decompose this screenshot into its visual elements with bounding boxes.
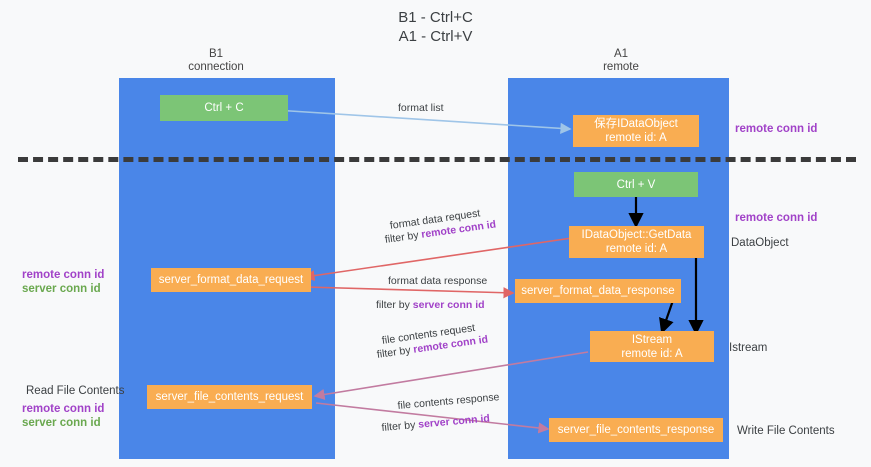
node-save-idataobject[interactable]: 保存IDataObject remote id: A: [573, 115, 699, 147]
edge-label-file-contents-response-filter: filter by server conn id: [381, 412, 490, 435]
annotation-read-file-contents: Read File Contents: [26, 385, 125, 397]
diagram-title-line-2: A1 - Ctrl+V: [398, 28, 473, 45]
edge-label-format-data-response-filter: filter by server conn id: [376, 298, 485, 312]
annotation-write-file-contents: Write File Contents: [737, 425, 835, 437]
node-ctrl-v-label: Ctrl + V: [616, 178, 656, 191]
lane-header-b1: B1 connection: [160, 48, 272, 74]
edge-label-format-data-response-filter-key: server conn id: [412, 299, 485, 311]
edge-label-file-contents-response-filter-key: server conn id: [417, 412, 491, 431]
edge-label-file-contents-request-filter-prefix: filter by: [376, 343, 415, 361]
node-server-file-contents-response-label: server_file_contents_response: [557, 424, 715, 436]
node-server-format-data-response-label: server_format_data_response: [521, 285, 675, 297]
lane-header-a1-name: A1: [613, 48, 629, 60]
lane-header-a1-role: remote: [603, 61, 639, 73]
annotation-left-remote-conn-id: remote conn id: [22, 269, 105, 281]
diagram-title: B1 - Ctrl+C A1 - Ctrl+V: [0, 8, 871, 46]
annotation-dataobject: DataObject: [731, 237, 789, 249]
edge-label-format-list: format list: [398, 102, 444, 114]
node-server-format-data-request-label: server_format_data_request: [158, 274, 304, 286]
node-ctrl-c[interactable]: Ctrl + C: [160, 95, 288, 121]
node-server-format-data-request[interactable]: server_format_data_request: [151, 268, 311, 292]
edge-label-file-contents-response-filter-prefix: filter by: [381, 418, 419, 434]
node-istream[interactable]: IStream remote id: A: [590, 331, 714, 362]
lane-header-b1-name: B1: [208, 48, 224, 60]
annotation-istream: Istream: [729, 342, 768, 354]
annotation-left-server-conn-id-2: server conn id: [22, 417, 101, 429]
node-save-idataobject-line-1: 保存IDataObject: [594, 118, 678, 130]
node-idataobject-getdata-line-1: IDataObject::GetData: [581, 229, 692, 241]
edge-label-format-data-response: format data response: [388, 275, 488, 287]
edge-label-format-data-request-filter-prefix: filter by: [384, 228, 423, 246]
node-server-file-contents-request[interactable]: server_file_contents_request: [147, 385, 312, 409]
annotation-remote-conn-id-mid: remote conn id: [735, 212, 818, 224]
node-idataobject-getdata-line-2: remote id: A: [605, 243, 668, 255]
node-ctrl-v[interactable]: Ctrl + V: [574, 172, 698, 197]
lane-header-b1-role: connection: [188, 61, 244, 73]
node-ctrl-c-label: Ctrl + C: [204, 102, 244, 114]
node-server-file-contents-request-label: server_file_contents_request: [155, 391, 304, 403]
node-istream-line-1: IStream: [631, 333, 673, 346]
phase-divider: [18, 157, 856, 162]
annotation-left-remote-conn-id-2: remote conn id: [22, 403, 105, 415]
edge-label-file-contents-response: file contents response: [397, 391, 500, 412]
edge-label-format-data-response-filter-prefix: filter by: [376, 299, 413, 311]
node-server-format-data-response[interactable]: server_format_data_response: [515, 279, 681, 303]
node-idataobject-getdata[interactable]: IDataObject::GetData remote id: A: [569, 226, 704, 258]
annotation-remote-conn-id-top: remote conn id: [735, 123, 818, 135]
lane-header-a1: A1 remote: [565, 48, 677, 74]
node-save-idataobject-line-2: remote id: A: [605, 132, 667, 144]
node-server-file-contents-response[interactable]: server_file_contents_response: [549, 418, 723, 442]
annotation-left-server-conn-id: server conn id: [22, 283, 101, 295]
node-istream-line-2: remote id: A: [621, 347, 683, 360]
diagram-title-line-1: B1 - Ctrl+C: [398, 9, 473, 26]
